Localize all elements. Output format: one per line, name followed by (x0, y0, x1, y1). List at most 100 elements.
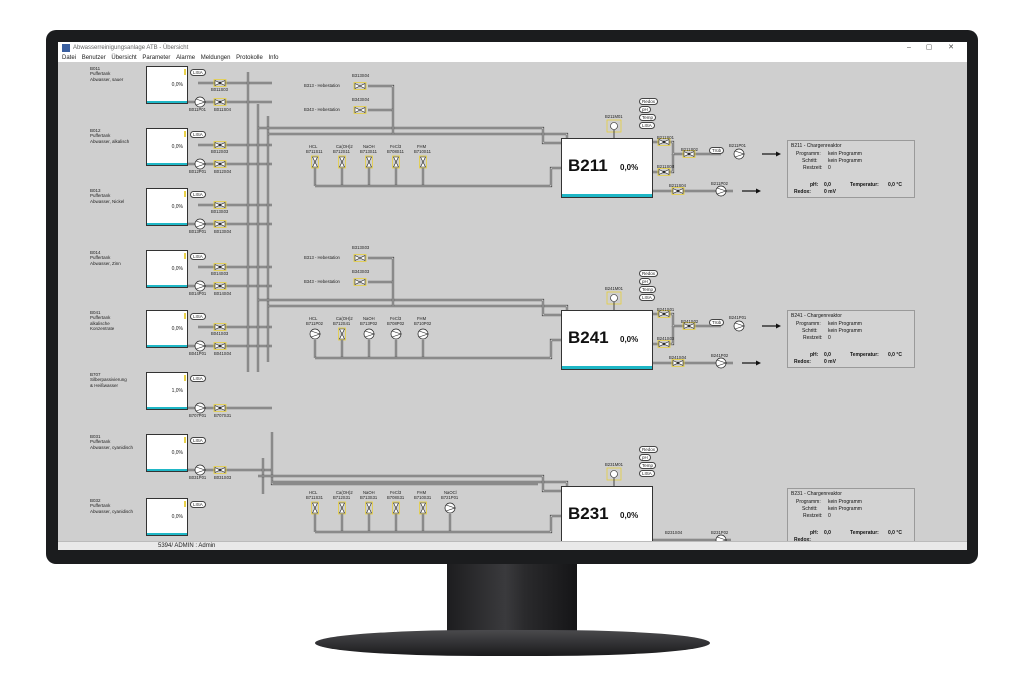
minimize-button[interactable]: – (907, 44, 911, 51)
tank-label-b031: B031 Puffertank Abwasser, cyanidisch (90, 434, 134, 450)
agitator-motor-2 (610, 470, 618, 478)
sensor-redox-1[interactable]: Redox (639, 270, 659, 277)
valve-b041s03 (214, 324, 226, 330)
pump-label-b041: B041P01 (189, 351, 207, 356)
menu-protokolle[interactable]: Protokolle (236, 55, 263, 61)
menu-datei[interactable]: Datei (62, 55, 77, 61)
sensor-temp-2[interactable]: Temp (639, 462, 657, 469)
tank-level-value: 0,0% (171, 514, 183, 520)
dosing-pump-1-3 (390, 328, 402, 340)
feed-pipe-0 (268, 133, 568, 138)
hebe-pipe-1-0-outline (368, 256, 395, 282)
hebe-valve-0-1-frame (353, 106, 367, 114)
valve-b707s31 (214, 405, 226, 411)
tank-b014[interactable]: 0,0% (146, 250, 188, 288)
valve-label-r3-0: B211S04 (669, 183, 686, 188)
lisa-sensor-b032[interactable]: LISA (190, 501, 206, 508)
tank-b041[interactable]: 0,0% (146, 310, 188, 348)
hebe-pipe-0-0 (368, 85, 394, 110)
sensor-lisa-0[interactable]: LISA (639, 122, 655, 129)
valve-b041s04 (214, 343, 226, 349)
chem-valve-id-0-1: B712S11 (333, 149, 350, 154)
sensor-temp-0[interactable]: Temp (639, 114, 657, 121)
feed-pipe-b-0-outline (258, 126, 561, 145)
pump-b241p02-arrow (716, 359, 727, 367)
chem-valve-id-1-1: B712S41 (333, 321, 351, 326)
tank-b012[interactable]: 0,0% (146, 128, 188, 166)
close-button[interactable]: ✕ (948, 44, 954, 51)
valve-b012s04 (214, 161, 226, 167)
lisa-sensor-b012[interactable]: LISA (190, 131, 206, 138)
panel-temp: 0,0 °C (888, 352, 902, 358)
lisa-sensor-b031[interactable]: LISA (190, 437, 206, 444)
panel-rest-l: Restzeit: (803, 335, 823, 341)
menu-benutzer[interactable]: Benutzer (81, 55, 106, 61)
pump-b013 (194, 218, 206, 230)
reactor-name: B241 (568, 328, 609, 347)
valve-b211s01 (658, 139, 670, 145)
dosing-pump-1-2 (363, 328, 375, 340)
chem-valve-id-2-4: B710S31 (414, 495, 432, 500)
chem-valve-id-2-2: B713S31 (360, 495, 378, 500)
sensor-ph-1[interactable]: pH (639, 278, 651, 285)
tank-b707[interactable]: 1,0% (146, 372, 188, 410)
sensor-temp-1[interactable]: Temp (639, 286, 657, 293)
tank-b031[interactable]: 0,0% (146, 434, 188, 472)
trueb-sensor-1[interactable]: Trüb (709, 319, 725, 326)
maximize-button[interactable]: ▢ (925, 44, 933, 51)
menu-parameter[interactable]: Parameter (142, 55, 171, 61)
sensor-lisa-2[interactable]: LISA (639, 470, 655, 477)
chem-name-1-4: FHM (417, 316, 427, 321)
valve-b241s01 (658, 311, 670, 317)
sensor-redox-2[interactable]: Redox (639, 446, 659, 453)
menu-meldungen[interactable]: Meldungen (200, 55, 231, 61)
menu-uebersicht[interactable]: Übersicht (111, 55, 137, 61)
tank-b013[interactable]: 0,0% (146, 188, 188, 226)
pump-label-r1-0: B211P02 (711, 181, 728, 186)
dosing-pump-1-0-arrow (310, 330, 321, 338)
tank-b011[interactable]: 0,0% (146, 66, 188, 104)
tank-level-value: 0,0% (171, 266, 183, 272)
valve-b241s02-frame (682, 322, 696, 330)
valve-b014s04 (214, 283, 226, 289)
trueb-sensor-0[interactable]: Trüb (709, 147, 725, 154)
tank-level-value: 0,0% (171, 450, 183, 456)
valve-label-b014s03: B014S03 (211, 271, 229, 276)
valve-label-r0-2: B231S04 (665, 530, 683, 535)
chem-name-2-1: Ca(OH)2 (336, 490, 353, 495)
chem-name-2-3: FeCl3 (390, 490, 402, 495)
menu-alarme[interactable]: Alarme (176, 55, 196, 61)
sensor-lisa-1[interactable]: LISA (639, 294, 655, 301)
panel-title: B241 - Chargenreaktor (791, 313, 842, 319)
lisa-sensor-b707[interactable]: LISA (190, 375, 206, 382)
panel-redox-l: Redox: (794, 537, 811, 543)
valve-label-b012s03: B012S03 (211, 149, 229, 154)
lisa-sensor-b014[interactable]: LISA (190, 253, 206, 260)
valve-label-b013s03: B013S03 (211, 209, 229, 214)
pump-label-r1-1: B241P02 (711, 353, 729, 358)
panel-prog: kein Programm (828, 151, 862, 157)
chem-valve-id-0-3: B708S11 (387, 149, 404, 154)
lisa-sensor-b013[interactable]: LISA (190, 191, 206, 198)
sensor-ph-0[interactable]: pH (639, 106, 651, 113)
valve-b241s04-frame (671, 359, 685, 367)
lisa-sensor-b011[interactable]: LISA (190, 69, 206, 76)
sensor-redox-0[interactable]: Redox (639, 98, 659, 105)
panel-ph-l: pH: (810, 530, 819, 536)
pump-label-r0-2: B231P02 (711, 530, 729, 535)
menu-info[interactable]: Info (268, 55, 279, 61)
valve-b211s02 (683, 151, 695, 157)
sensor-ph-2[interactable]: pH (639, 454, 651, 461)
chem-valve-id-1-3: B708P02 (387, 321, 405, 326)
dose-collector-1 (315, 339, 561, 359)
chem-valve-id-2-3: B708S31 (387, 495, 405, 500)
lisa-sensor-b041[interactable]: LISA (190, 313, 206, 320)
panel-prog-l: Programm: (796, 151, 821, 157)
tank-b032[interactable]: 0,0% (146, 498, 188, 536)
panel-step: kein Programm (828, 158, 862, 164)
panel-step-l: Schritt: (802, 328, 818, 334)
